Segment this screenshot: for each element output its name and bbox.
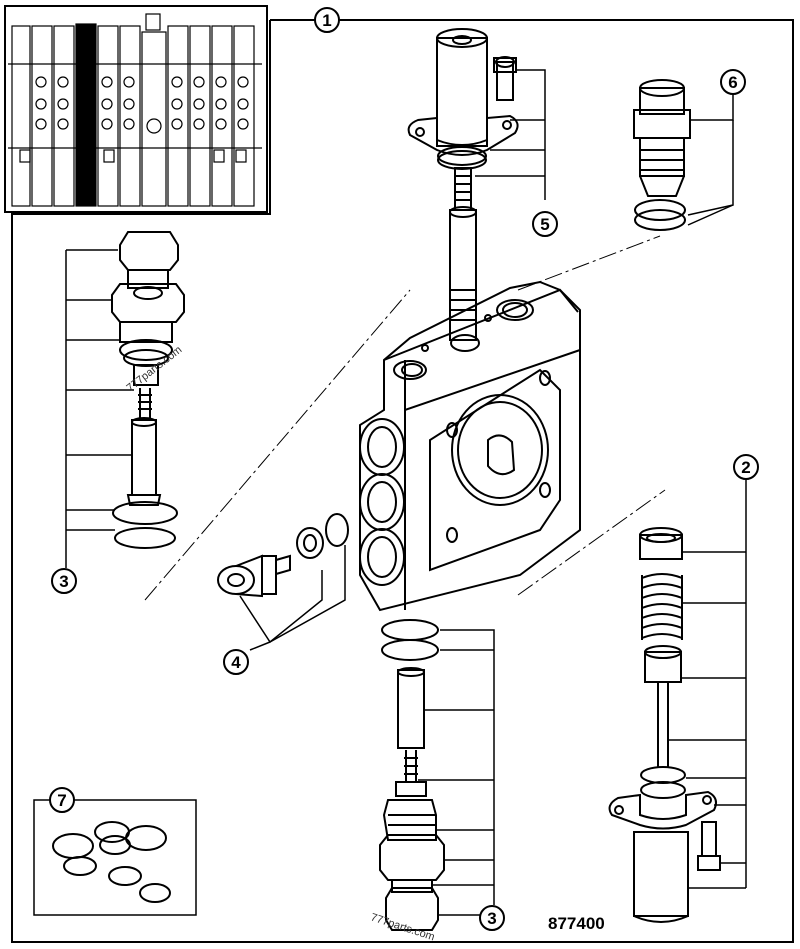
relief-cartridge-3-lower bbox=[379, 619, 445, 931]
spring-assembly-2 bbox=[608, 527, 721, 923]
plug-assembly-6 bbox=[633, 79, 691, 231]
outer-frame bbox=[11, 19, 794, 943]
callout-3-lower-label: 3 bbox=[487, 909, 496, 928]
callout-7: 7 bbox=[49, 787, 75, 813]
oring-kit-7 bbox=[33, 799, 197, 916]
callout-5-label: 5 bbox=[540, 215, 549, 234]
callout-2: 2 bbox=[733, 454, 759, 480]
watermark-lower: 777parts.com bbox=[369, 911, 436, 943]
callout-markers: 1 2 3 3 4 5 6 7 bbox=[49, 7, 759, 931]
callout-1-label: 1 bbox=[322, 11, 331, 30]
leader-lines bbox=[144, 235, 666, 601]
relief-cartridge-3-upper bbox=[111, 231, 185, 549]
callout-brackets bbox=[61, 69, 747, 916]
callout-6: 6 bbox=[720, 69, 746, 95]
callout-2-label: 2 bbox=[741, 458, 750, 477]
drawing-number: 877400 bbox=[548, 914, 605, 933]
cap-assembly-5 bbox=[407, 28, 519, 170]
spool-shaft bbox=[449, 167, 477, 341]
callout-3-upper-label: 3 bbox=[59, 572, 68, 591]
valve-body bbox=[359, 280, 581, 612]
callout-5: 5 bbox=[532, 211, 558, 237]
callout-6-label: 6 bbox=[728, 73, 737, 92]
valve-bank-thumbnail bbox=[4, 5, 268, 213]
callout-4-label: 4 bbox=[231, 653, 241, 672]
callout-3-upper: 3 bbox=[51, 568, 77, 594]
callout-1: 1 bbox=[314, 7, 340, 33]
callout-4: 4 bbox=[223, 649, 249, 675]
callout-7-label: 7 bbox=[57, 791, 66, 810]
callout-3-lower: 3 bbox=[479, 905, 505, 931]
plug-assembly-4 bbox=[217, 513, 349, 598]
